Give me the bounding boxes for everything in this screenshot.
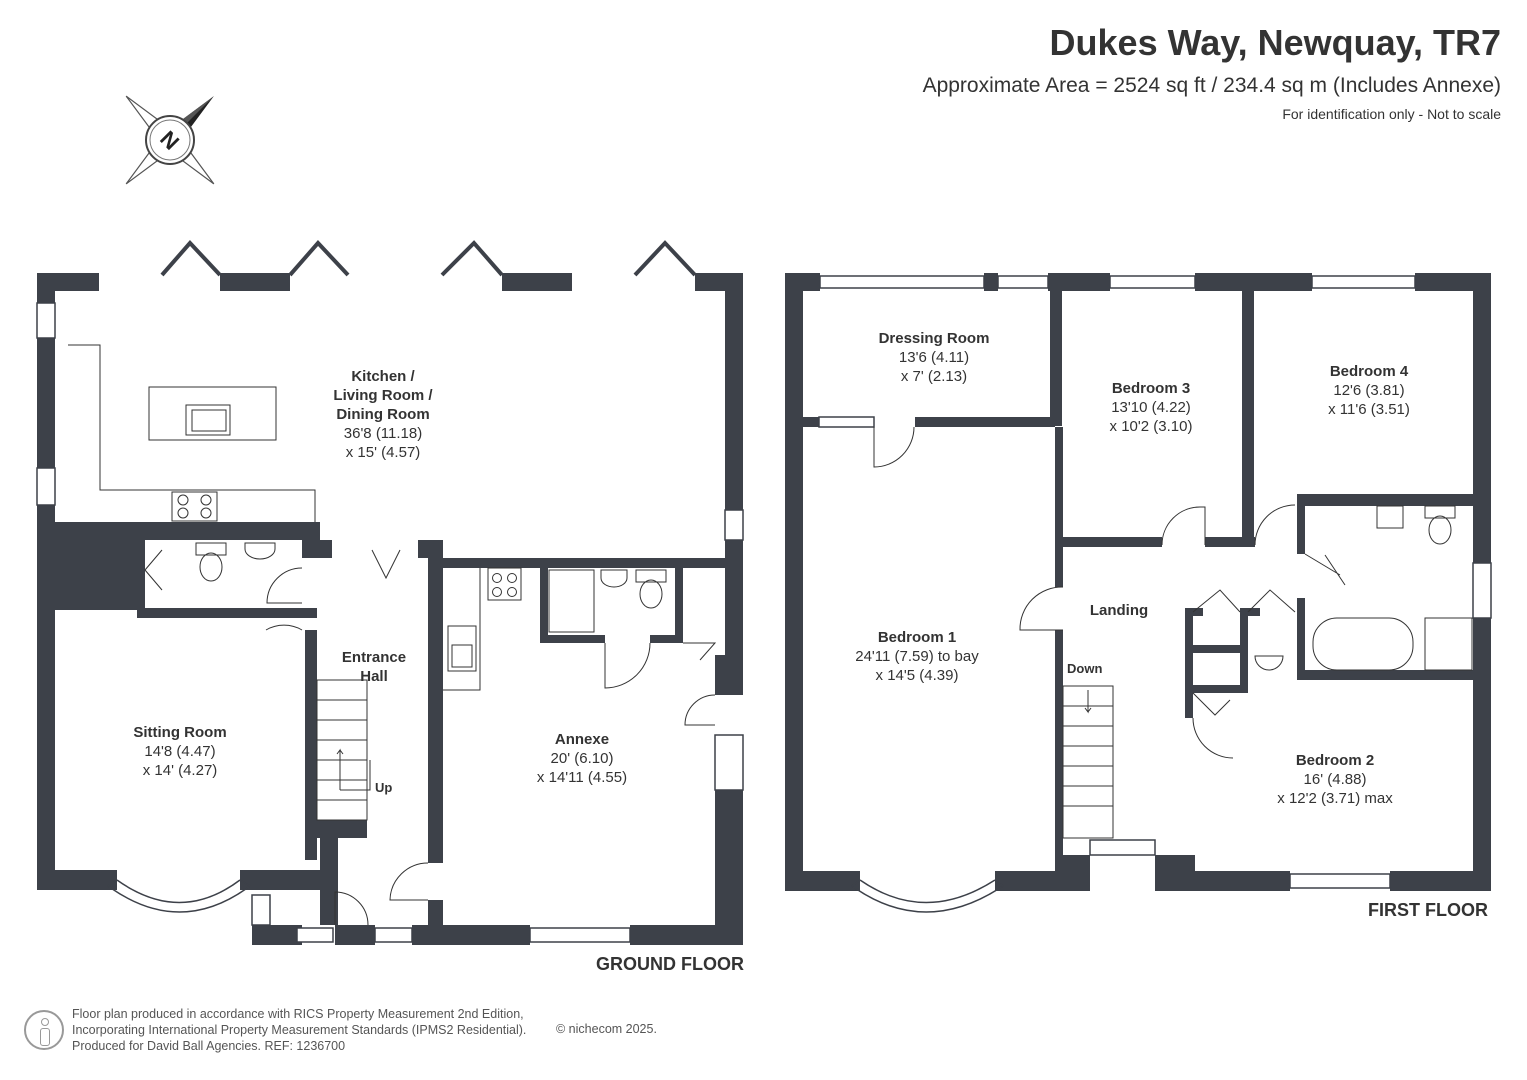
room-sitting-dims: 14'8 (4.47) x 14' (4.27) (142, 743, 218, 779)
copyright: © nichecom 2025. (556, 1022, 657, 1036)
compass-icon (125, 95, 215, 185)
area-summary: Approximate Area = 2524 sq ft / 234.4 sq… (922, 74, 1501, 97)
room-bedroom2-dims: 16' (4.88) x 12'2 (3.71) max (1277, 771, 1393, 807)
room-bedroom-3: Bedroom 3 13'10 (4.22) x 10'2 (3.10) (1110, 379, 1193, 436)
room-sitting-name: Sitting Room (133, 724, 227, 741)
room-annexe-dims: 20' (6.10) x 14'11 (4.55) (536, 750, 628, 786)
page-title: Dukes Way, Newquay, TR7 (1049, 22, 1501, 63)
room-dressing: Dressing Room 13'6 (4.11) x 7' (2.13) (879, 329, 990, 386)
footer-line-2: Incorporating International Property Mea… (72, 1023, 527, 1037)
doors (144, 426, 1346, 926)
room-bedroom-4: Bedroom 4 12'6 (3.81) x 11'6 (3.51) (1328, 362, 1410, 419)
room-dressing-name: Dressing Room (878, 330, 990, 347)
room-bedroom1-dims: 24'11 (7.59) to bay x 14'5 (4.39) (855, 648, 979, 684)
room-annexe-name: Annexe (554, 731, 610, 748)
footer-line-3: Produced for David Ball Agencies. REF: 1… (72, 1039, 346, 1053)
room-bedroom4-name: Bedroom 4 (1329, 363, 1409, 380)
footer-notes: Floor plan produced in accordance with R… (72, 1006, 526, 1054)
room-bedroom4-dims: 12'6 (3.81) x 11'6 (3.51) (1328, 382, 1410, 418)
room-landing-name: Landing (1089, 602, 1149, 619)
walls (37, 273, 1491, 945)
room-bedroom1-name: Bedroom 1 (877, 629, 957, 646)
room-kitchen: Kitchen / Living Room / Dining Room 36'8… (333, 367, 432, 462)
scale-note: For identification only - Not to scale (1282, 106, 1501, 122)
room-annexe: Annexe 20' (6.10) x 14'11 (4.55) (537, 730, 627, 787)
bay-windows (107, 879, 1004, 913)
room-dressing-dims: 13'6 (4.11) x 7' (2.13) (898, 349, 970, 385)
first-floor-label: FIRST FLOOR (1368, 900, 1488, 920)
windows (36, 275, 1492, 943)
ground-floor-label: GROUND FLOOR (596, 954, 744, 974)
fixtures (68, 344, 1473, 691)
room-bedroom3-dims: 13'10 (4.22) x 10'2 (3.10) (1109, 399, 1193, 435)
room-bedroom2-name: Bedroom 2 (1295, 752, 1375, 769)
footer-line-1: Floor plan produced in accordance with R… (72, 1007, 524, 1021)
room-landing: Landing (1090, 601, 1148, 620)
stairs (316, 679, 1114, 839)
room-kitchen-dims: 36'8 (11.18) x 15' (4.57) (343, 425, 423, 461)
stairs-down-label: Down (1067, 661, 1103, 676)
room-bedroom3-name: Bedroom 3 (1111, 380, 1191, 397)
room-entrance-hall: Entrance Hall (342, 648, 406, 686)
person-icon (24, 1010, 64, 1050)
bifold-doors (160, 240, 697, 277)
stairs-up-label: Up (375, 780, 393, 795)
room-entrance-name: Entrance Hall (341, 649, 407, 685)
room-kitchen-name: Kitchen / Living Room / Dining Room (333, 368, 433, 423)
room-bedroom-2: Bedroom 2 16' (4.88) x 12'2 (3.71) max (1277, 751, 1392, 808)
room-sitting: Sitting Room 14'8 (4.47) x 14' (4.27) (133, 723, 226, 780)
room-bedroom-1: Bedroom 1 24'11 (7.59) to bay x 14'5 (4.… (855, 628, 979, 685)
